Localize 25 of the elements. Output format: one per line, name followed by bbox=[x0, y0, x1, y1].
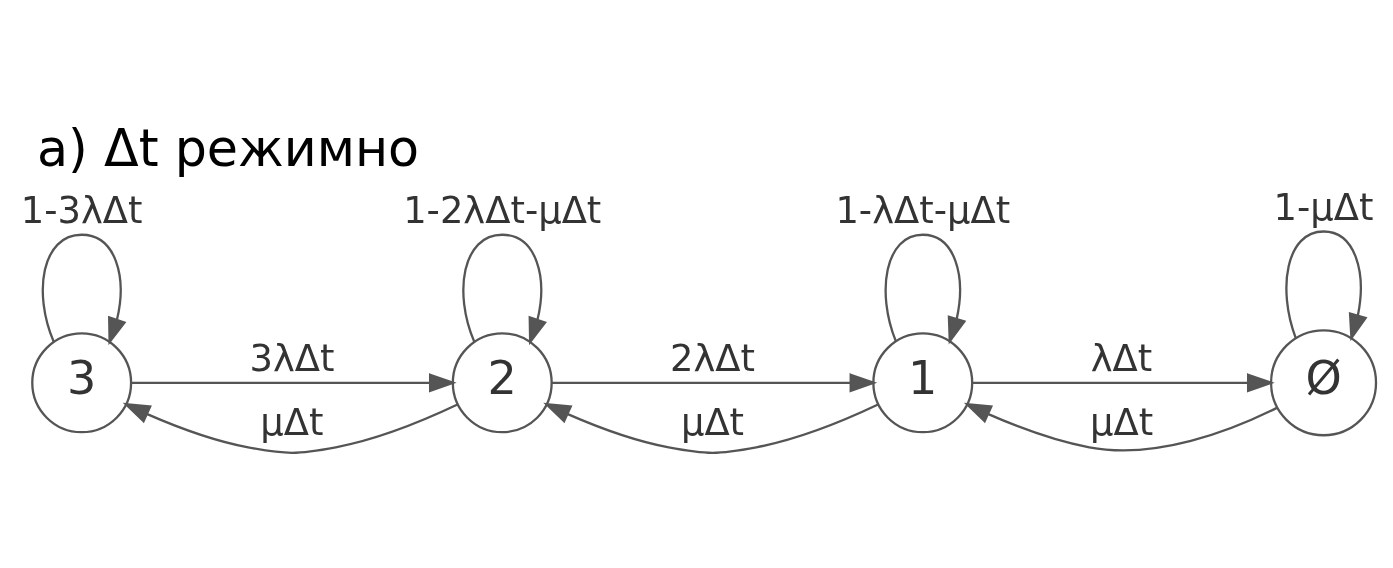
node-circle: 1 bbox=[871, 331, 973, 433]
node-circle: 3 bbox=[30, 331, 132, 433]
arrow bbox=[41, 233, 126, 345]
arrow bbox=[1284, 229, 1367, 341]
edge-label: 1-2λΔt-μΔt bbox=[402, 188, 601, 232]
node-circle: 2 bbox=[451, 331, 553, 433]
arrow bbox=[550, 372, 877, 392]
arrow bbox=[122, 402, 458, 454]
diagram-title: a) Δt режимно bbox=[36, 118, 419, 178]
arrow bbox=[542, 402, 879, 454]
arrow bbox=[963, 402, 1278, 451]
edge-label: λΔt bbox=[1090, 336, 1152, 380]
edge-label: 1-μΔt bbox=[1273, 185, 1374, 228]
edge-label: μΔt bbox=[680, 400, 744, 444]
arrow bbox=[461, 233, 547, 345]
edge-label: 1-3λΔt bbox=[20, 188, 143, 232]
node-circle: Ø bbox=[1269, 328, 1377, 436]
edge-label: 1-λΔt-μΔt bbox=[834, 188, 1010, 232]
edge-label: 3λΔt bbox=[248, 336, 334, 380]
arrow bbox=[971, 372, 1275, 392]
edge-label: μΔt bbox=[259, 400, 324, 444]
edge-label: μΔt bbox=[1089, 400, 1153, 444]
arrow bbox=[883, 233, 966, 344]
edge-label: 2λΔt bbox=[669, 336, 755, 380]
arrow bbox=[130, 372, 457, 392]
